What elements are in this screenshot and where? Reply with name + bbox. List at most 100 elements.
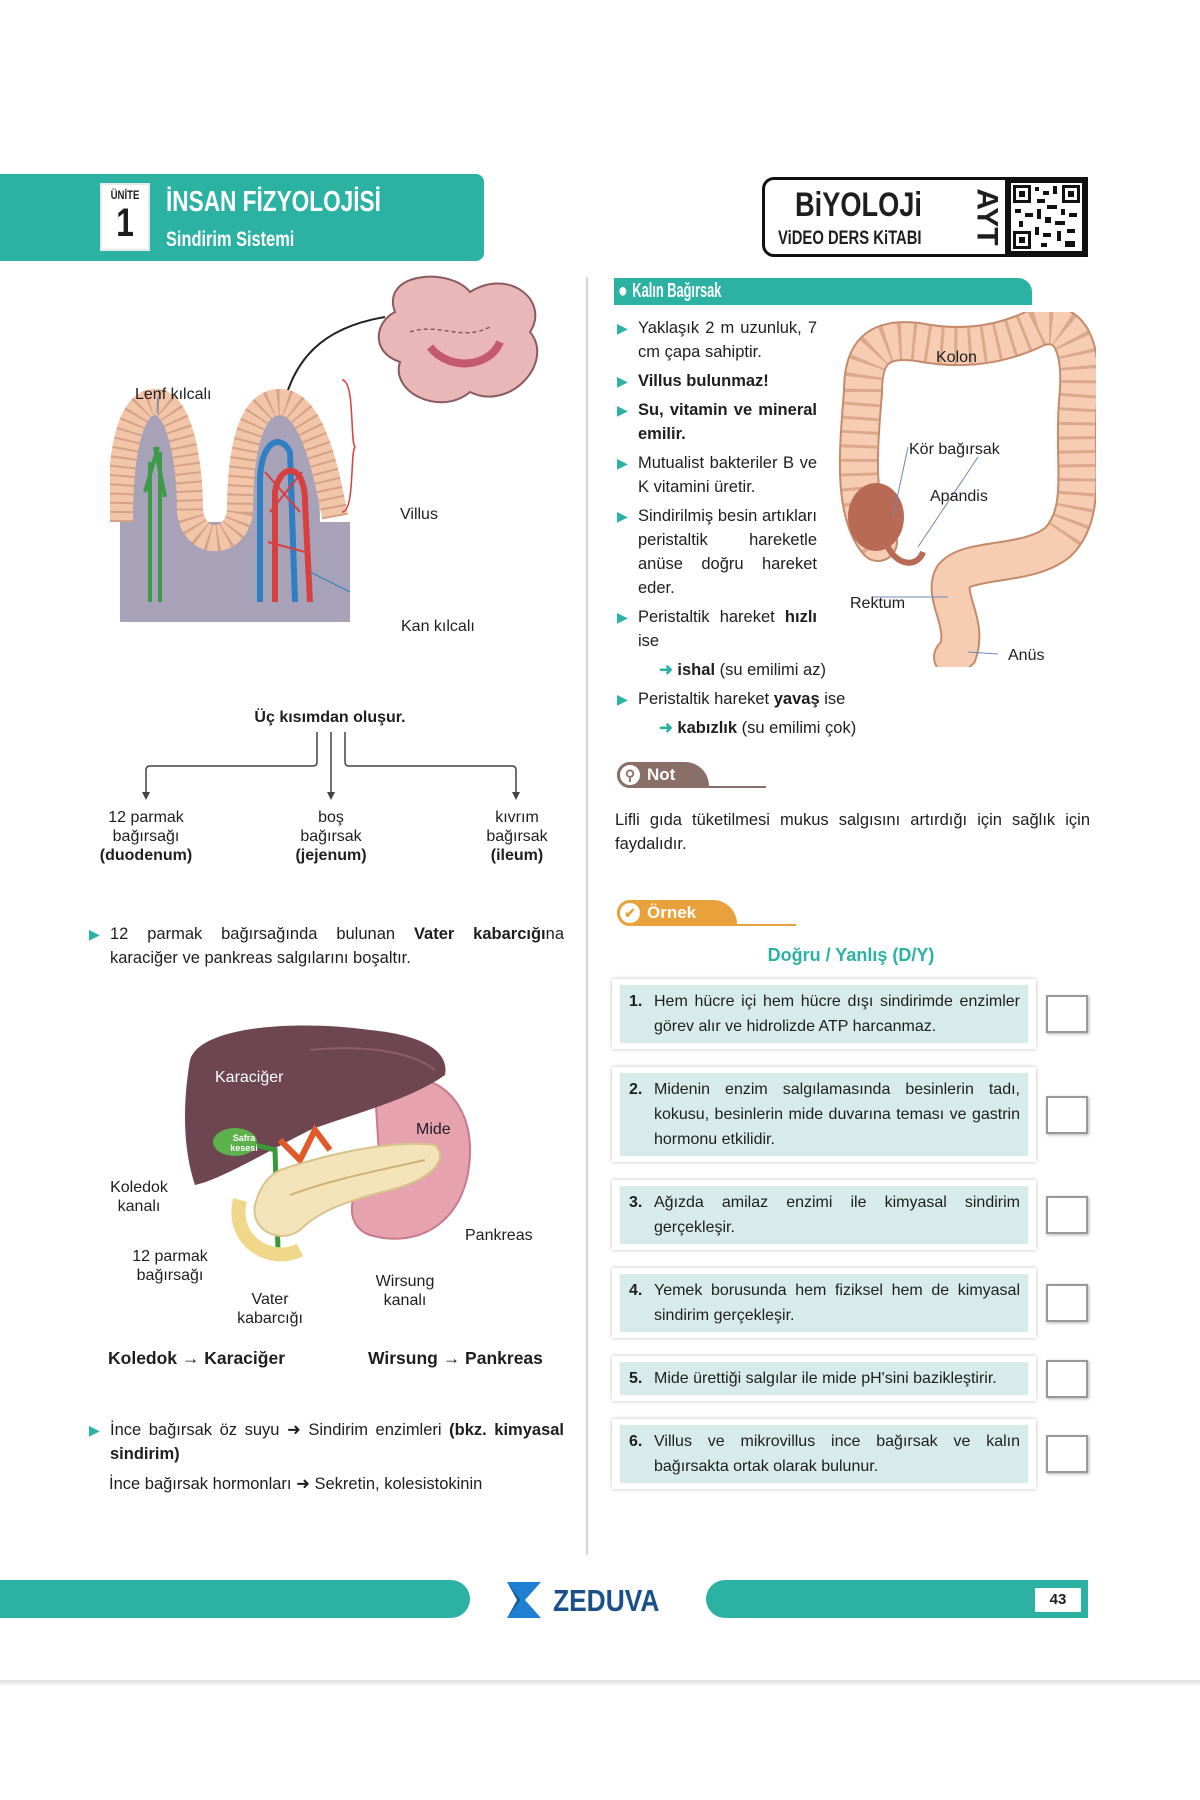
example-title: Doğru / Yanlış (D/Y)	[767, 945, 935, 965]
question-number: 1.	[629, 993, 643, 1010]
choledoch-relation: Koledok → Karaciğer	[108, 1348, 285, 1368]
answer-box-3[interactable]	[1046, 1196, 1088, 1234]
label-cecum: Kör bağırsak	[909, 441, 1000, 458]
bullet-item: ▶ Peristaltik hareket hızlı ise	[617, 605, 817, 653]
text: ise	[638, 632, 660, 650]
text: İnce bağırsak öz suyu ➜ Sindirim enzimle…	[110, 1421, 450, 1439]
label-line: Wirsung	[375, 1273, 435, 1290]
rich-text: Peristaltik hareket yavaş ise	[638, 690, 845, 708]
label-line: Vater	[251, 1291, 289, 1308]
bullet-arrow-icon: ▶	[617, 455, 628, 471]
text: ise	[819, 690, 846, 708]
label-colon: Kolon	[936, 349, 977, 366]
bullet-item: ▶Su, vitamin ve mineral emilir.	[617, 398, 817, 446]
question-card: 6.Villus ve mikrovillus ince bağırsak ve…	[612, 1419, 1036, 1489]
liver-pancreas-illustration	[185, 1025, 472, 1262]
qr-code-icon[interactable]	[1005, 177, 1088, 257]
zeduva-logo-icon	[507, 1582, 541, 1618]
note-tag: ⚲Not	[617, 762, 709, 788]
rich-text: Sindirilmiş besin artıkları peristaltik …	[638, 507, 817, 597]
rich-text: 12 parmak bağırsağında bulunan Vater kab…	[110, 925, 564, 967]
question-list: 1.Hem hücre içi hem hücre dışı sindirimd…	[612, 979, 1088, 1489]
bullet-arrow-icon: ▶	[89, 926, 100, 942]
question-card: 3.Ağızda amilaz enzimi ile kimyasal sind…	[612, 1180, 1036, 1250]
part-latin: (ileum)	[490, 847, 544, 864]
question-card: 5.Mide ürettiği salgılar ile mide pH'sin…	[612, 1356, 1036, 1401]
badge-exam: AYT	[970, 188, 1004, 246]
section-header-large-intestine: ● Kalın Bağırsak	[614, 278, 1032, 305]
page-edge	[0, 1680, 1200, 1685]
rich-text: İnce bağırsak öz suyu ➜ Sindirim enzimle…	[110, 1421, 564, 1463]
unit-header-bar	[0, 174, 484, 261]
parts-heading: Üç kısımdan oluşur.	[254, 709, 406, 726]
bullet-arrow-icon: ▶	[617, 609, 628, 625]
bold-text: hızlı	[784, 608, 817, 626]
left-bottom-text: ▶ İnce bağırsak öz suyu ➜ Sindirim enziml…	[89, 1418, 564, 1496]
answer-box-5[interactable]	[1046, 1359, 1088, 1398]
question-row: 1.Hem hücre içi hem hücre dışı sindirimd…	[612, 979, 1088, 1049]
label-line: Safra	[232, 1133, 256, 1143]
bullet-item: ▶ Mutualist bakteriler B ve K vitamini ür…	[617, 451, 817, 499]
unit-subtitle: Sindirim Sistemi	[166, 228, 295, 251]
arrow-right-icon: ➜	[659, 719, 678, 737]
rich-text: Yaklaşık 2 m uzunluk, 7 cm çapa sahiptir…	[638, 319, 817, 361]
bold-text: Su, vitamin ve mineral emilir.	[638, 401, 817, 443]
answer-box-1[interactable]	[1046, 995, 1088, 1033]
check-icon: ✔	[617, 900, 643, 926]
label-line: Koledok	[110, 1179, 168, 1196]
rich-text: ishal (su emilimi az)	[677, 661, 826, 679]
page-number: 43	[1035, 1588, 1081, 1612]
bold-text: kabızlık	[677, 719, 738, 737]
question-card: 4.Yemek borusunda hem fiziksel hem de ki…	[612, 1268, 1036, 1338]
label-anus: Anüs	[1008, 647, 1045, 664]
footer-bar-right	[706, 1580, 1088, 1618]
question-row: 3.Ağızda amilaz enzimi ile kimyasal sind…	[612, 1180, 1088, 1250]
intestinal-hormones: İnce bağırsak hormonları ➜ Sekretin, kol…	[109, 1475, 483, 1493]
bold-text: ishal	[677, 661, 716, 679]
bullet-arrow-icon: ▶	[89, 1422, 100, 1438]
large-intestine-illustration	[838, 312, 1096, 667]
question-text: Ağızda amilaz enzimi ile kimyasal sindir…	[654, 1194, 1020, 1236]
answer-box-4[interactable]	[1046, 1284, 1088, 1322]
large-intestine-bullets: ▶ Yaklaşık 2 m uzunluk, 7 cm çapa sahipti…	[617, 316, 997, 745]
answer-box-6[interactable]	[1046, 1435, 1088, 1473]
rich-text: Villus bulunmaz!	[638, 372, 769, 390]
bullet-arrow-icon: ▶	[617, 373, 628, 389]
bold-text: (bkz. kimyasal sindirim)	[110, 1421, 565, 1463]
question-card: 2.Midenin enzim salgılamasında besinleri…	[612, 1067, 1036, 1162]
label-line: kanalı	[117, 1198, 161, 1215]
text: (su emilimi çok)	[737, 719, 857, 737]
label-choledoch: Koledok kanalı	[104, 1178, 174, 1216]
footer-bar-left	[0, 1580, 470, 1618]
text: Peristaltik hareket	[638, 608, 785, 626]
label-pancreas: Pankreas	[465, 1227, 533, 1244]
part-line: boş	[318, 809, 344, 826]
part-line: bağırsak	[300, 828, 362, 845]
unit-badge: ÜNİTE 1	[100, 183, 150, 251]
question-row: 4.Yemek borusunda hem fiziksel hem de ki…	[612, 1268, 1088, 1338]
sub-item: ➜ ishal (su emilimi az)	[617, 658, 997, 682]
label-liver: Karaciğer	[215, 1069, 284, 1086]
question-row: 5.Mide ürettiği salgılar ile mide pH'sin…	[612, 1356, 1088, 1401]
rich-text: Su, vitamin ve mineral emilir.	[638, 401, 817, 443]
bullet-arrow-icon: ▶	[617, 320, 628, 336]
label-line: bağırsağı	[136, 1267, 204, 1284]
bullet-arrow-icon: ▶	[617, 508, 628, 524]
bullet-item: ▶Peristaltik hareket yavaş ise	[617, 687, 997, 711]
part-line: bağırsağı	[112, 828, 180, 845]
badge-subtitle: ViDEO DERS KiTABI	[778, 228, 922, 249]
label-line: 12 parmak	[132, 1248, 208, 1265]
bold-text: Vater kabarcığı	[413, 925, 546, 943]
text: Peristaltik hareket	[638, 690, 774, 708]
question-number: 4.	[629, 1282, 643, 1299]
question-number: 2.	[629, 1081, 643, 1098]
rich-text: kabızlık (su emilimi çok)	[677, 719, 856, 737]
unit-label: ÜNİTE	[110, 188, 140, 202]
unit-title: İNSAN FİZYOLOJİSİ	[166, 186, 381, 218]
note-text: Lifli gıda tüketilmesi mukus salgısını a…	[615, 811, 1090, 853]
part-latin: (jejenum)	[295, 847, 367, 864]
rich-text: Mutualist bakteriler B ve K vitamini üre…	[638, 454, 817, 496]
label-rectum: Rektum	[850, 595, 906, 612]
answer-box-2[interactable]	[1046, 1095, 1088, 1134]
